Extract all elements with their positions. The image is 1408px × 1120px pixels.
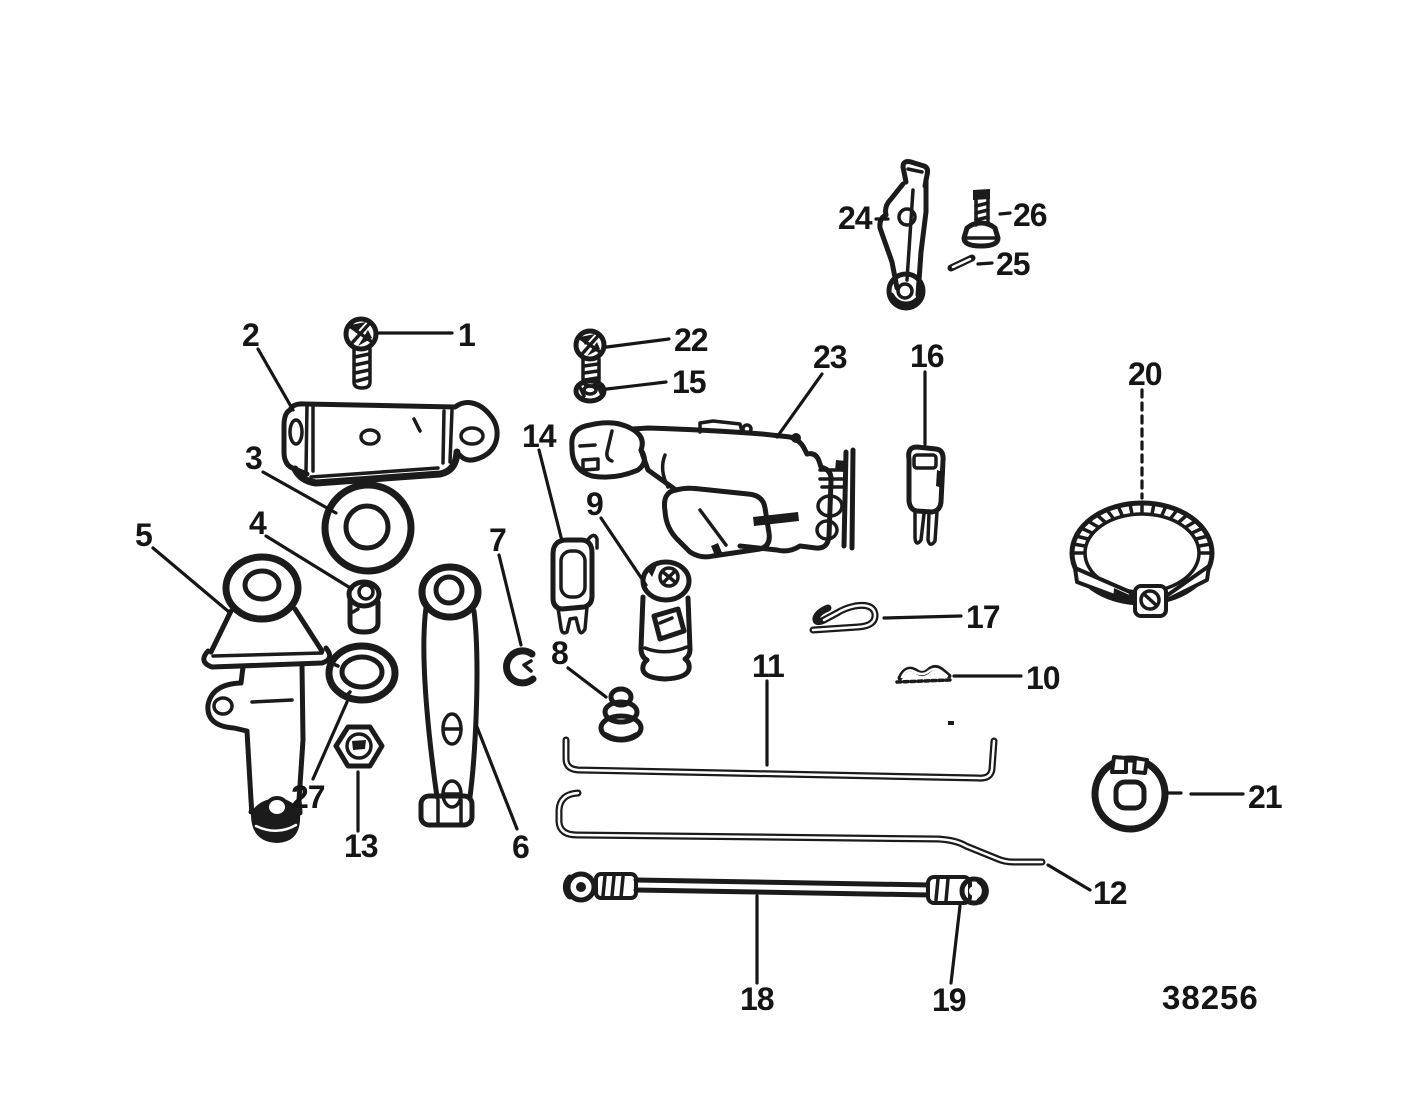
callout-1: 1 xyxy=(377,317,476,353)
callout-5: 5 xyxy=(135,517,231,614)
callout-24-label: 24 xyxy=(838,200,873,236)
callout-19: 19 xyxy=(932,904,967,1018)
callout-15: 15 xyxy=(605,364,707,400)
callout-9: 9 xyxy=(586,486,648,587)
callout-24: 24 xyxy=(838,200,890,236)
callout-14: 14 xyxy=(522,418,564,543)
callout-6-label: 6 xyxy=(512,829,529,865)
callout-14-label: 14 xyxy=(522,418,557,454)
part-20-clamp-strap xyxy=(1069,500,1215,618)
callout-13: 13 xyxy=(344,770,379,864)
drawing-number: 38256 xyxy=(1162,979,1259,1016)
callout-12-label: 12 xyxy=(1093,875,1127,911)
callout-3: 3 xyxy=(245,440,338,515)
part-10-wave-clip xyxy=(895,665,952,684)
callout-17: 17 xyxy=(882,599,1001,635)
part-27-retainer-ring xyxy=(325,642,399,704)
callout-10-label: 10 xyxy=(1026,660,1060,696)
callout-15-label: 15 xyxy=(672,364,706,400)
callout-2: 2 xyxy=(242,317,295,412)
stray-mark xyxy=(948,721,954,725)
callout-19-label: 19 xyxy=(932,982,966,1018)
part-14-retainer-clip xyxy=(550,533,599,635)
part-22-screw xyxy=(573,328,607,388)
callout-27: 27 xyxy=(291,700,349,815)
callout-21-label: 21 xyxy=(1248,779,1282,815)
part-1-screw xyxy=(343,316,379,390)
callout-26: 26 xyxy=(998,197,1048,233)
callout-17-label: 17 xyxy=(966,599,1000,635)
callout-4: 4 xyxy=(249,505,354,591)
callout-3-label: 3 xyxy=(245,440,262,476)
part-15-lock-washer xyxy=(573,378,607,404)
part-2-mounting-bracket xyxy=(281,400,500,487)
callout-16-label: 16 xyxy=(910,338,944,374)
callout-27-label: 27 xyxy=(291,779,325,815)
callout-22: 22 xyxy=(605,322,709,358)
callout-20: 20 xyxy=(1128,356,1163,500)
part-21-notched-disc xyxy=(1091,755,1169,833)
part-13-hex-nut xyxy=(333,724,385,769)
callout-23: 23 xyxy=(775,339,848,439)
callout-10: 10 xyxy=(952,660,1061,696)
callout-11: 11 xyxy=(752,648,785,767)
callout-22-label: 22 xyxy=(674,322,708,358)
callout-1-label: 1 xyxy=(458,317,475,353)
part-17-hairpin-clip xyxy=(809,601,879,634)
callout-7-label: 7 xyxy=(489,522,506,558)
callout-8: 8 xyxy=(551,635,608,699)
callout-13-label: 13 xyxy=(344,828,378,864)
part-9-swivel-barrel xyxy=(638,559,693,682)
part-3-flat-washer xyxy=(321,481,415,575)
callout-18-label: 18 xyxy=(740,981,774,1017)
part-5-lever-arm-large xyxy=(201,553,333,843)
part-11-throttle-rod xyxy=(562,736,998,782)
callout-16: 16 xyxy=(910,338,945,446)
callout-2-label: 2 xyxy=(242,317,259,353)
callout-18: 18 xyxy=(740,894,775,1017)
part-8-grommet xyxy=(598,686,644,743)
clamp-teeth xyxy=(1070,501,1214,555)
callout-25-label: 25 xyxy=(996,246,1030,282)
callout-20-label: 20 xyxy=(1128,356,1162,392)
part-12-shift-rod xyxy=(555,789,1046,866)
part-6-link-arm xyxy=(418,563,482,828)
part-16-fork-clip xyxy=(906,444,946,546)
callout-5-label: 5 xyxy=(135,517,152,553)
part-25-pin xyxy=(947,254,976,272)
callout-21: 21 xyxy=(1166,779,1283,815)
callout-26-label: 26 xyxy=(1013,197,1047,233)
part-7-e-clip xyxy=(503,647,537,687)
callout-9-label: 9 xyxy=(586,486,603,522)
callout-25: 25 xyxy=(976,246,1031,282)
part-4-bushing xyxy=(346,579,382,635)
callout-11-label: 11 xyxy=(752,648,784,684)
callout-7: 7 xyxy=(489,522,523,647)
callout-8-label: 8 xyxy=(551,635,568,671)
callout-4-label: 4 xyxy=(249,505,267,541)
part-26-thumb-screw xyxy=(961,189,1001,249)
callout-23-label: 23 xyxy=(813,339,847,375)
callout-6: 6 xyxy=(475,725,530,865)
part-23-bracket-assembly xyxy=(569,419,856,560)
part-18-link-rod-assembly xyxy=(562,871,989,906)
part-24-lever-small xyxy=(877,159,931,311)
callout-12: 12 xyxy=(1046,863,1128,911)
